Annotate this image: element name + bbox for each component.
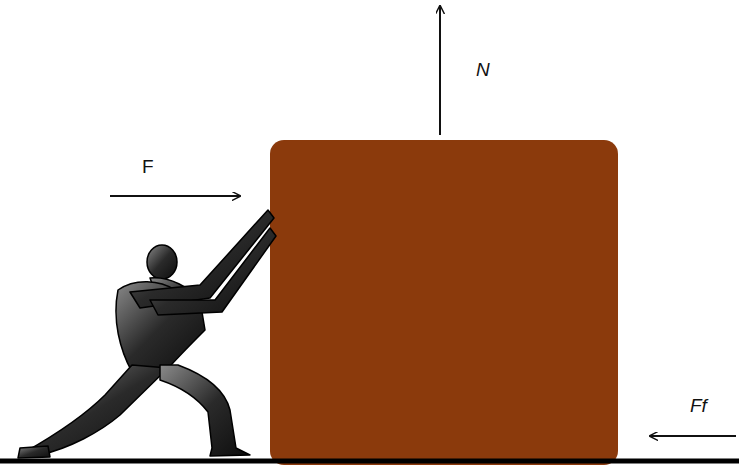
pushing-person: [18, 210, 276, 458]
force-label: Ff: [690, 396, 707, 415]
normal-force-arrow: [439, 6, 441, 135]
applied-force-arrow: [110, 195, 240, 197]
pushed-box: [270, 140, 618, 465]
ground-line: [0, 459, 739, 464]
friction-force-arrow: [650, 435, 736, 437]
force-label: N: [476, 60, 490, 79]
force-label: F: [142, 157, 154, 176]
